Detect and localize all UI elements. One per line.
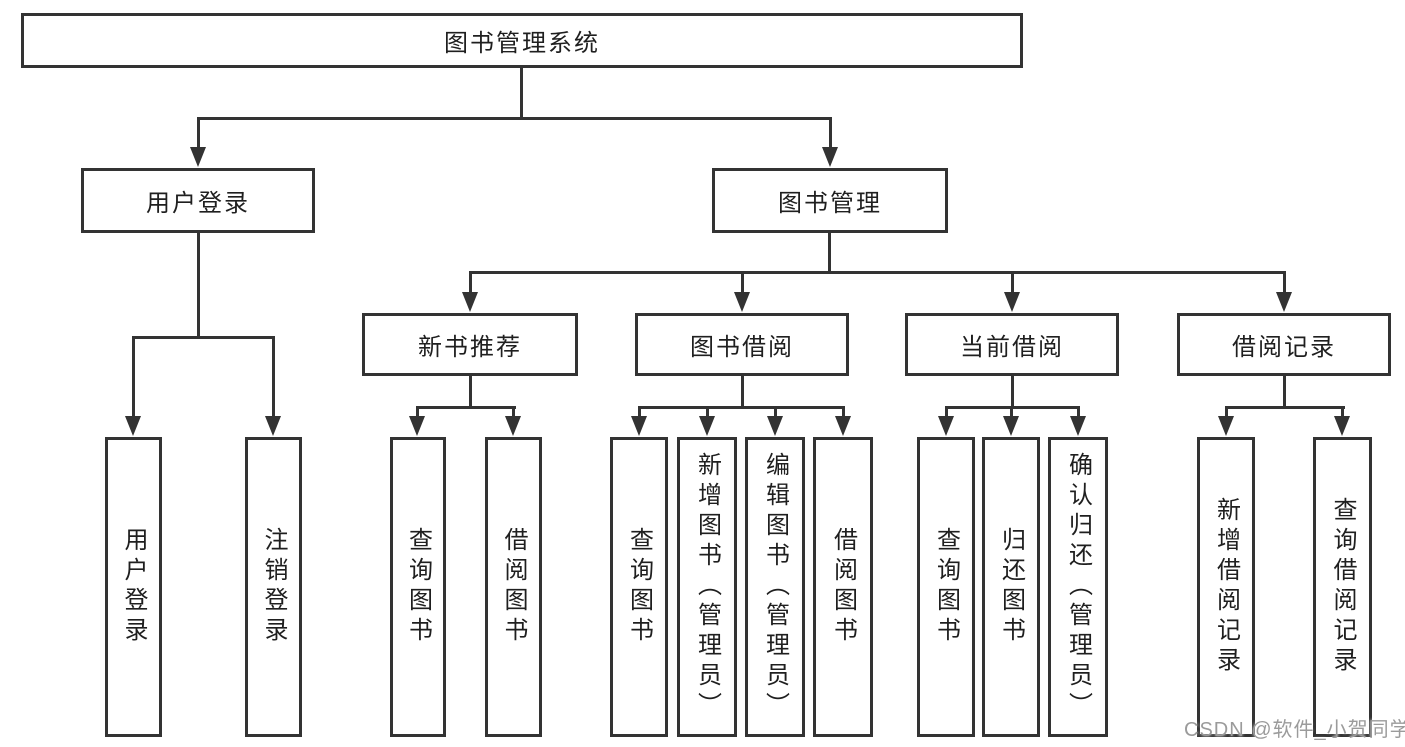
connector-line [1010,375,1014,407]
arrowhead-down-icon [190,147,206,167]
arrowhead-down-icon [1218,416,1234,436]
connector-line [740,375,744,407]
arrowhead-down-icon [505,416,521,436]
connector-line [1282,272,1286,300]
leaf-current-confirm-return-admin: 确认归还（管理员） [1048,437,1108,737]
arrowhead-down-icon [822,147,838,167]
node-borrow-records: 借阅记录 [1177,313,1391,376]
arrowhead-down-icon [265,416,281,436]
leaf-newbook-query-books: 查询图书 [390,437,446,737]
connector-line [131,337,135,424]
connector-line [705,407,709,424]
leaf-record-add-borrow-record: 新增借阅记录 [1197,437,1255,737]
node-user-login: 用户登录 [81,168,315,233]
connector-line [511,407,515,424]
leaf-user-login: 用户登录 [105,437,162,737]
connector-line [271,337,275,424]
leaf-borrow-add-books-admin: 新增图书（管理员） [677,437,737,737]
watermark: CSDN @软件_小贺同学 [1184,719,1405,741]
connector-line [637,407,641,424]
node-book-management: 图书管理 [712,168,948,233]
node-new-book-recommend: 新书推荐 [362,313,578,376]
connector-line [196,232,200,337]
connector-line [1009,407,1013,424]
arrowhead-down-icon [1334,416,1350,436]
arrowhead-down-icon [409,416,425,436]
connector-line [1010,272,1014,300]
connector-line [827,232,831,272]
arrowhead-down-icon [1276,292,1292,312]
node-current-borrowing: 当前借阅 [905,313,1119,376]
arrowhead-down-icon [1070,416,1086,436]
arrowhead-down-icon [462,292,478,312]
connector-line [415,407,419,424]
connector-line [1224,405,1345,409]
arrowhead-down-icon [835,416,851,436]
arrowhead-down-icon [1004,292,1020,312]
arrowhead-down-icon [1003,416,1019,436]
leaf-current-return-books: 归还图书 [982,437,1040,737]
leaf-current-query-books: 查询图书 [917,437,975,737]
connector-line [131,335,275,339]
connector-line [1076,407,1080,424]
leaf-newbook-borrow-books: 借阅图书 [485,437,542,737]
arrowhead-down-icon [734,292,750,312]
connector-line [637,405,845,409]
connector-line [196,116,832,120]
leaf-logout: 注销登录 [245,437,302,737]
connector-line [468,270,1286,274]
leaf-borrow-query-books: 查询图书 [610,437,668,737]
node-book-borrowing: 图书借阅 [635,313,849,376]
connector-line [828,118,832,155]
connector-line [740,272,744,300]
connector-line [1340,407,1344,424]
connector-line [196,118,200,155]
connector-line [1224,407,1228,424]
leaf-borrow-borrow-books: 借阅图书 [813,437,873,737]
connector-line [468,375,472,407]
connector-line [1282,375,1286,407]
connector-line [841,407,845,424]
leaf-record-query-borrow-record: 查询借阅记录 [1313,437,1372,737]
leaf-borrow-edit-books-admin: 编辑图书（管理员） [745,437,805,737]
connector-line [944,407,948,424]
node-library-system-root: 图书管理系统 [21,13,1023,68]
connector-line [519,67,523,118]
arrowhead-down-icon [938,416,954,436]
arrowhead-down-icon [699,416,715,436]
connector-line [468,272,472,300]
arrowhead-down-icon [125,416,141,436]
arrowhead-down-icon [631,416,647,436]
arrowhead-down-icon [767,416,783,436]
connector-line [773,407,777,424]
connector-line [415,405,516,409]
